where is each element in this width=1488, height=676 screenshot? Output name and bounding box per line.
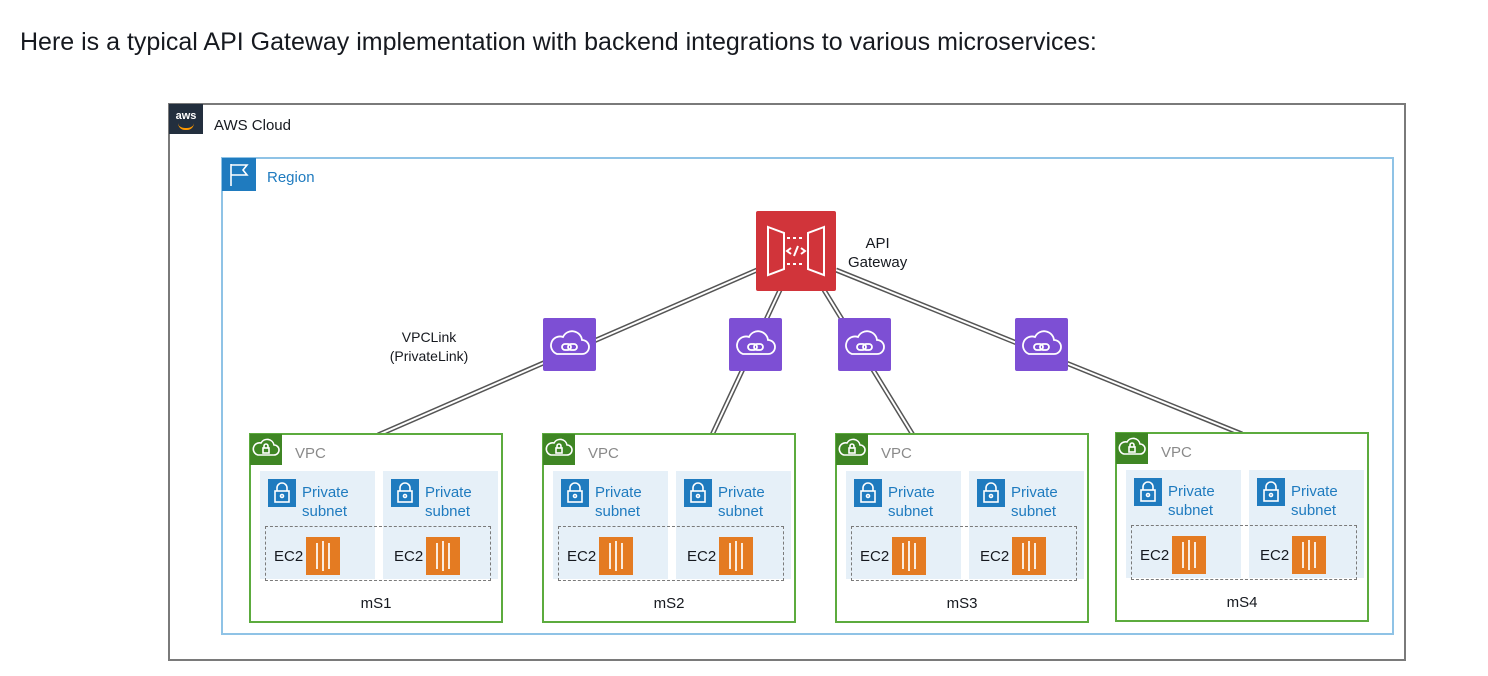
subnet-label: Private subnet: [302, 484, 349, 520]
ec2-icon: [892, 537, 927, 575]
lock-icon: [391, 479, 419, 507]
subnet-label: Private subnet: [1168, 483, 1215, 519]
lock-icon: [1134, 478, 1162, 506]
ec2-label: EC2: [567, 547, 597, 565]
lock-icon: [684, 479, 712, 507]
ec2-instance: EC2: [567, 537, 634, 575]
microservice-label: mS3: [946, 595, 978, 612]
ec2-instance: EC2: [1260, 536, 1327, 574]
ec2-icon: [426, 537, 461, 575]
vpc-box-ms3: VPC Private subnet Private subnet: [835, 433, 1089, 623]
vpclink-icon: [838, 318, 891, 371]
microservice-label: mS2: [653, 595, 685, 612]
ec2-label: EC2: [980, 547, 1010, 565]
ec2-label: EC2: [274, 547, 304, 565]
lock-icon: [1257, 478, 1285, 506]
ec2-instance: EC2: [980, 537, 1047, 575]
microservice-label: mS1: [360, 595, 392, 612]
ec2-label: EC2: [860, 547, 890, 565]
vpc-icon: [543, 434, 575, 465]
ec2-instance: EC2: [1140, 536, 1207, 574]
ec2-icon: [599, 537, 634, 575]
vpc-box-ms4: VPC Private subnet Private subnet: [1115, 432, 1369, 622]
vpc-icon: [250, 434, 282, 465]
lock-icon: [854, 479, 882, 507]
subnet-label: Private subnet: [718, 484, 765, 520]
aws-logo-text: aws: [175, 110, 197, 122]
ec2-icon: [1292, 536, 1327, 574]
vpclink-icon: [729, 318, 782, 371]
private-subnet: Private subnet: [846, 471, 961, 579]
api-gateway-icon: [756, 211, 836, 291]
region-label: Region: [267, 169, 315, 186]
vpc-label: VPC: [295, 445, 326, 462]
intro-text: Here is a typical API Gateway implementa…: [20, 28, 1097, 56]
region-box: Region: [221, 157, 1394, 635]
subnet-label: Private subnet: [1011, 484, 1058, 520]
vpc-label: VPC: [1161, 444, 1192, 461]
aws-cloud-label: AWS Cloud: [214, 117, 291, 134]
microservice-label: mS4: [1226, 594, 1258, 611]
auto-scaling-group: EC2 EC2: [265, 526, 491, 581]
aws-logo-icon: aws: [169, 104, 203, 134]
vpc-label: VPC: [588, 445, 619, 462]
private-subnet: Private subnet: [1249, 470, 1364, 578]
subnet-label: Private subnet: [1291, 483, 1338, 519]
ec2-label: EC2: [687, 547, 717, 565]
vpc-icon: [1116, 433, 1148, 464]
auto-scaling-group: EC2 EC2: [851, 526, 1077, 581]
auto-scaling-group: EC2 EC2: [1131, 525, 1357, 580]
vpc-box-ms2: VPC Private subnet Private subnet: [542, 433, 796, 623]
vpc-box-ms1: VPC Private subnet Private subnet: [249, 433, 503, 623]
ec2-label: EC2: [1140, 546, 1170, 564]
vpclink-icon: [543, 318, 596, 371]
ec2-instance: EC2: [860, 537, 927, 575]
region-flag-icon: [222, 158, 256, 191]
lock-icon: [268, 479, 296, 507]
ec2-label: EC2: [394, 547, 424, 565]
ec2-instance: EC2: [394, 537, 461, 575]
ec2-instance: EC2: [687, 537, 754, 575]
ec2-icon: [1172, 536, 1207, 574]
vpc-label: VPC: [881, 445, 912, 462]
ec2-label: EC2: [1260, 546, 1290, 564]
api-gateway-label: API Gateway: [848, 235, 908, 271]
vpclink-label: VPCLink (PrivateLink): [389, 329, 469, 364]
ec2-icon: [719, 537, 754, 575]
subnet-label: Private subnet: [595, 484, 642, 520]
vpc-icon: [836, 434, 868, 465]
subnet-label: Private subnet: [425, 484, 472, 520]
subnet-label: Private subnet: [888, 484, 935, 520]
vpclink-icon: [1015, 318, 1068, 371]
ec2-icon: [306, 537, 341, 575]
ec2-icon: [1012, 537, 1047, 575]
ec2-instance: EC2: [274, 537, 341, 575]
auto-scaling-group: EC2 EC2: [558, 526, 784, 581]
lock-icon: [561, 479, 589, 507]
lock-icon: [977, 479, 1005, 507]
